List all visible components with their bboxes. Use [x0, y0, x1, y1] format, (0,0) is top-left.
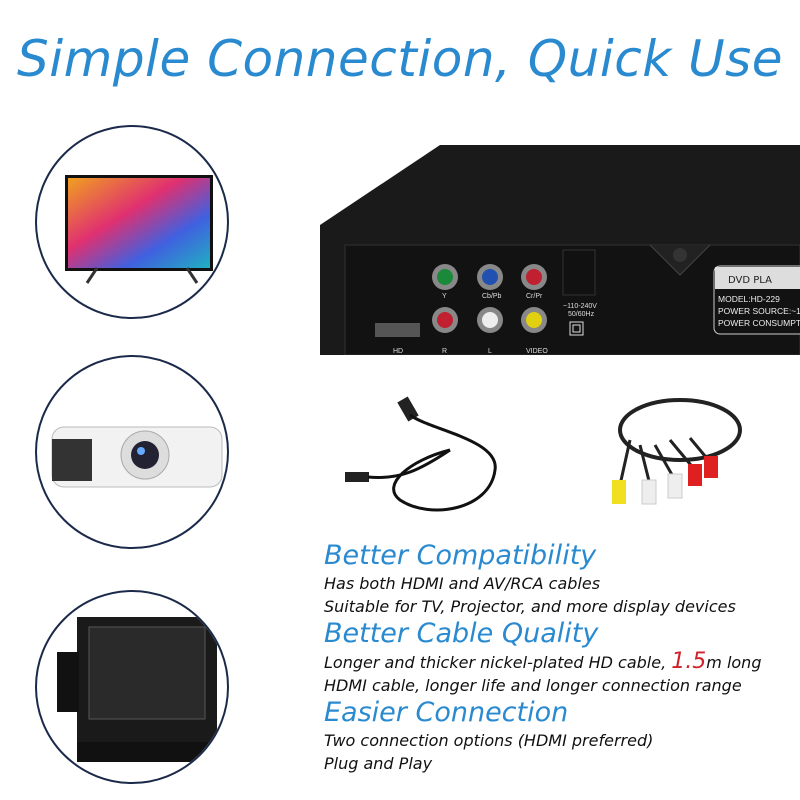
dvd-player-rear: Y Cb/Pb Cr/Pr HD R L VIDEO ~110-240V 50/…: [320, 145, 800, 356]
feature-heading: Easier Connection: [324, 697, 569, 728]
feature-heading: Better Cable Quality: [324, 618, 599, 649]
label-video: VIDEO: [526, 348, 548, 355]
page-title: Simple Connection, Quick Use: [16, 30, 783, 88]
feature-line: Two connection options (HDMI preferred): [324, 731, 654, 750]
feature-text: Longer and thicker nickel-plated HD cabl…: [324, 653, 672, 672]
label-freq: 50/60Hz: [568, 311, 595, 318]
feature-line: Suitable for TV, Projector, and more dis…: [324, 597, 736, 616]
projector-image: [51, 426, 223, 488]
feature-line: HDMI cable, longer life and longer conne…: [324, 676, 742, 695]
feature-line: Plug and Play: [324, 754, 433, 773]
plate-line: MODEL:HD-229: [718, 294, 780, 304]
tv-circle: [35, 125, 229, 319]
feature-text: m long: [706, 653, 762, 672]
crt-tv-circle: [35, 590, 229, 784]
label-voltage: ~110-240V: [563, 303, 597, 310]
label-y: Y: [442, 293, 447, 300]
cables-image: [345, 396, 742, 512]
feature-line: Longer and thicker nickel-plated HD cabl…: [324, 650, 761, 674]
label-cr: Cr/Pr: [526, 293, 543, 300]
crt-tv-image: [57, 617, 217, 762]
tv-image: [65, 175, 213, 284]
features-list: Better Compatibility Has both HDMI and A…: [324, 540, 761, 775]
plate-line: POWER CONSUMPTI: [718, 318, 800, 328]
label-hd: HD: [393, 348, 403, 355]
feature-heading: Better Compatibility: [324, 540, 597, 571]
label-r: R: [442, 348, 447, 355]
label-l: L: [488, 348, 492, 355]
rca-cable: [612, 398, 742, 505]
plate-title: DVD PLA: [728, 275, 772, 286]
label-cb: Cb/Pb: [482, 293, 502, 300]
projector-circle: [35, 355, 229, 549]
rca-ports: [432, 264, 547, 333]
feature-line: Has both HDMI and AV/RCA cables: [324, 574, 601, 593]
cable-length-highlight: 1.5: [671, 649, 707, 674]
hdmi-port: [375, 323, 420, 337]
hdmi-cable: [345, 396, 497, 512]
plate-line: POWER SOURCE:~1: [718, 306, 800, 316]
